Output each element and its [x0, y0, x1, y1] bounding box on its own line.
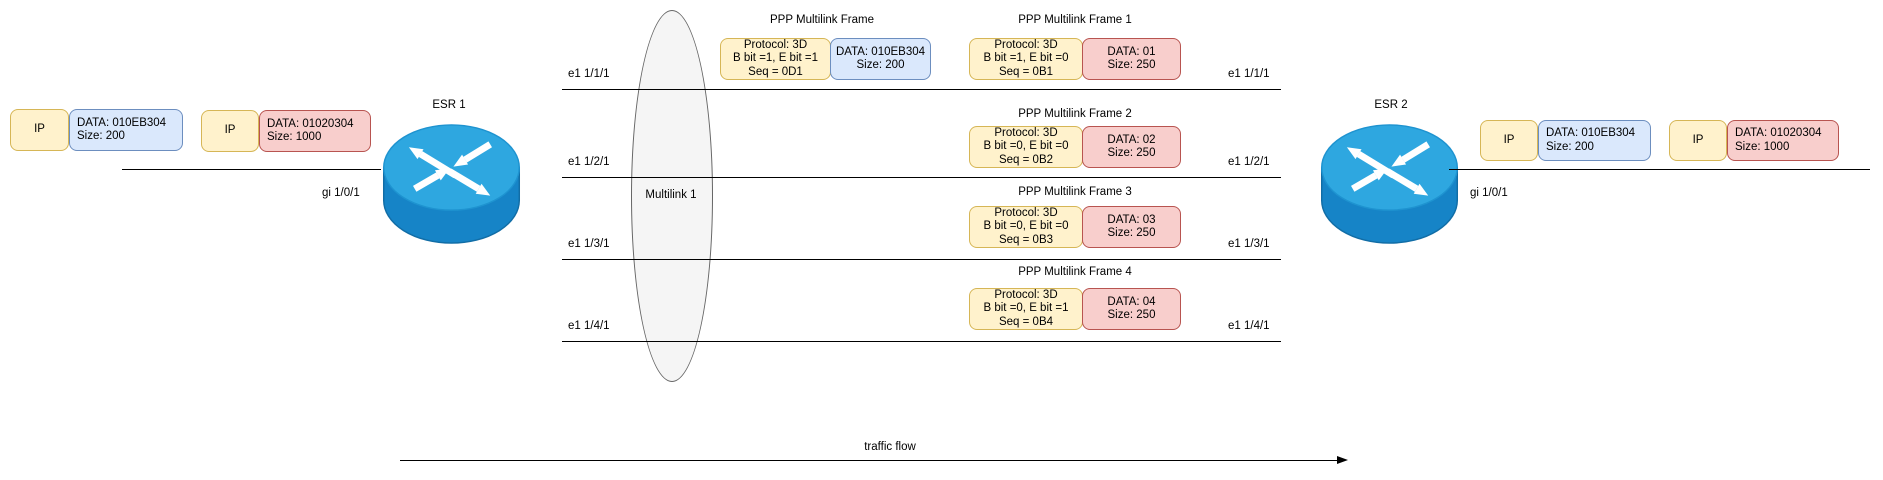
ip-header-box: IP [201, 110, 259, 152]
ip-label: IP [34, 123, 45, 136]
bits-line: B bit =0, E bit =0 [983, 140, 1069, 153]
frame-title: PPP Multilink Frame 3 [1018, 186, 1132, 198]
data-line: DATA: 010EB304 [835, 45, 926, 58]
e1-link-1 [562, 89, 1281, 90]
protocol-line: Protocol: 3D [994, 126, 1058, 139]
ip-header-box: IP [1480, 120, 1538, 161]
protocol-line: Protocol: 3D [994, 288, 1058, 301]
size-line: Size: 250 [1107, 227, 1156, 239]
data-line: DATA: 02 [1107, 133, 1156, 146]
ip-label: IP [1503, 133, 1515, 146]
seq-line: Seq = 0B4 [998, 315, 1054, 328]
e1-label-left-3: e1 1/3/1 [568, 238, 610, 250]
ip-data-box: DATA: 010EB304 Size: 200 [1538, 120, 1651, 161]
traffic-flow-arrow [400, 460, 1338, 461]
gi-line-right [1449, 169, 1870, 170]
data-line: DATA: 010EB304 [1546, 127, 1636, 139]
frame-title: PPP Multilink Frame 2 [1018, 108, 1132, 120]
e1-link-4 [562, 341, 1281, 342]
protocol-line: Protocol: 3D [994, 38, 1058, 51]
multilink-bundle-ellipse [631, 10, 713, 382]
traffic-flow-label: traffic flow [864, 441, 916, 453]
size-line: Size: 200 [77, 130, 125, 142]
frame-protocol-box: Protocol: 3D B bit =0, E bit =0 Seq = 0B… [969, 126, 1083, 168]
gi-interface-label-left: gi 1/0/1 [322, 187, 360, 199]
size-line: Size: 250 [1107, 309, 1156, 321]
e1-label-right-3: e1 1/3/1 [1228, 238, 1270, 250]
e1-label-left-4: e1 1/4/1 [568, 320, 610, 332]
e1-label-left-1: e1 1/1/1 [568, 68, 610, 80]
gi-interface-label-right: gi 1/0/1 [1470, 187, 1508, 199]
e1-label-left-2: e1 1/2/1 [568, 156, 610, 168]
ip-label: IP [224, 124, 236, 137]
data-line: DATA: 010EB304 [77, 116, 167, 129]
bits-line: B bit =0, E bit =1 [983, 302, 1069, 315]
seq-line: Seq = 0B1 [998, 65, 1054, 78]
e1-label-right-2: e1 1/2/1 [1228, 156, 1270, 168]
bits-line: B bit =1, E bit =0 [983, 52, 1069, 65]
frame-data-box: DATA: 02 Size: 250 [1082, 126, 1181, 168]
frame-protocol-box: Protocol: 3D B bit =0, E bit =0 Seq = 0B… [969, 206, 1083, 248]
e1-link-3 [562, 259, 1281, 260]
ip-label: IP [1692, 133, 1704, 146]
data-line: DATA: 01 [1107, 45, 1156, 58]
protocol-line: Protocol: 3D [994, 206, 1058, 219]
frame-protocol-box: Protocol: 3D B bit =1, E bit =0 Seq = 0B… [969, 38, 1083, 80]
bits-line: B bit =1, E bit =1 [732, 52, 819, 65]
ip-data-box: DATA: 010EB304 Size: 200 [69, 109, 183, 151]
bits-line: B bit =0, E bit =0 [983, 220, 1069, 233]
frame-title: PPP Multilink Frame [770, 14, 874, 26]
router-esr2-label: ESR 2 [1374, 99, 1408, 111]
data-line: DATA: 01020304 [267, 117, 354, 130]
router-esr1-label: ESR 1 [432, 99, 466, 111]
seq-line: Seq = 0B3 [998, 233, 1054, 246]
traffic-flow-arrowhead-icon [1337, 456, 1348, 464]
ip-header-box: IP [10, 109, 69, 151]
e1-label-right-4: e1 1/4/1 [1228, 320, 1270, 332]
gi-line-left [122, 169, 381, 170]
ip-data-box: DATA: 01020304 Size: 1000 [259, 110, 371, 152]
protocol-line: Protocol: 3D [743, 38, 808, 51]
size-line: Size: 250 [1107, 59, 1156, 71]
frame-data-box: DATA: 04 Size: 250 [1082, 288, 1181, 330]
size-line: Size: 200 [856, 59, 905, 71]
size-line: Size: 200 [1546, 140, 1594, 153]
data-line: DATA: 03 [1107, 213, 1156, 226]
seq-line: Seq = 0B2 [998, 153, 1054, 166]
e1-link-2 [562, 177, 1281, 178]
frame-data-box: DATA: 03 Size: 250 [1082, 206, 1181, 248]
frame-protocol-box: Protocol: 3D B bit =1, E bit =1 Seq = 0D… [720, 38, 831, 80]
multilink-bundle-label: Multilink 1 [645, 189, 697, 201]
frame-data-box: DATA: 01 Size: 250 [1082, 38, 1181, 80]
ip-header-box: IP [1669, 120, 1727, 161]
size-line: Size: 250 [1107, 147, 1156, 159]
data-line: DATA: 04 [1107, 295, 1156, 308]
ip-data-box: DATA: 01020304 Size: 1000 [1727, 120, 1839, 161]
seq-line: Seq = 0D1 [748, 65, 803, 78]
size-line: Size: 1000 [267, 131, 322, 143]
frame-title: PPP Multilink Frame 1 [1018, 14, 1132, 26]
frame-protocol-box: Protocol: 3D B bit =0, E bit =1 Seq = 0B… [969, 288, 1083, 330]
frame-title: PPP Multilink Frame 4 [1018, 266, 1132, 278]
size-line: Size: 1000 [1735, 140, 1790, 153]
data-line: DATA: 01020304 [1735, 127, 1822, 139]
e1-label-right-1: e1 1/1/1 [1228, 68, 1270, 80]
frame-data-box: DATA: 010EB304 Size: 200 [830, 38, 931, 80]
